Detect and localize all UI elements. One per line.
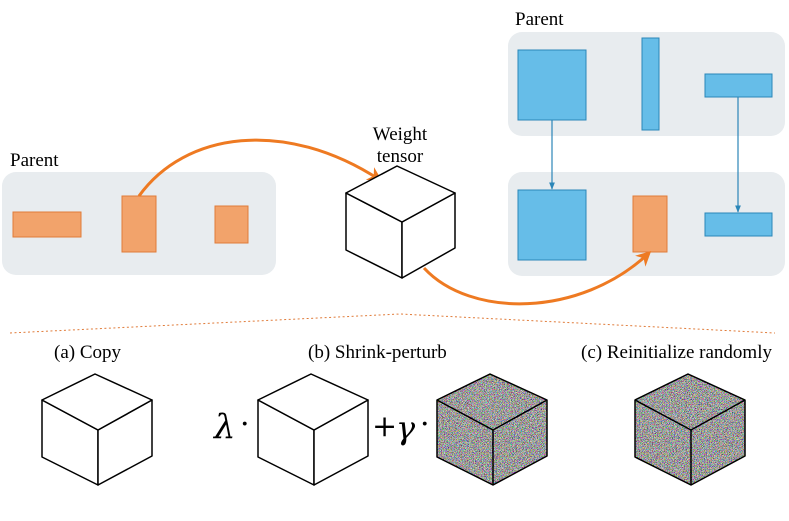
parent-label-left: Parent — [10, 150, 59, 171]
copy-label: (a) Copy — [54, 342, 122, 363]
parent-blue-square — [517, 49, 587, 121]
perturb-noise-cube — [436, 373, 548, 486]
gamma-symbol: γ — [396, 409, 416, 447]
weight-tensor-label: Weight tensor — [372, 124, 428, 167]
left-orange-block-square — [214, 205, 249, 244]
lambda-dot: · — [240, 407, 250, 442]
shrink-cube — [257, 373, 369, 486]
orange-arrow-to-weight-tensor — [137, 138, 383, 197]
reinitialize-label: (c) Reinitialize randomly — [581, 342, 772, 363]
weight-tensor-cube — [345, 165, 456, 279]
orange-arrow-to-child — [422, 250, 652, 306]
copy-cube — [41, 373, 153, 486]
gamma-dot: · — [420, 407, 430, 442]
plus-sign: + — [372, 409, 398, 444]
reinit-noise-cube — [634, 373, 746, 486]
parent-blue-tall-bar — [641, 37, 660, 131]
parent-blue-wide-bar — [704, 73, 773, 98]
shrink-perturb-label: (b) Shrink-perturb — [308, 342, 447, 363]
left-orange-block-tall — [121, 195, 157, 253]
child-orange-block — [632, 195, 668, 253]
child-blue-wide-bar — [704, 212, 773, 237]
left-orange-block-wide — [12, 211, 82, 238]
section-divider — [9, 313, 776, 334]
child-blue-square — [517, 189, 587, 261]
parent-label-top-right: Parent — [515, 9, 564, 30]
lambda-symbol: λ — [214, 407, 236, 447]
